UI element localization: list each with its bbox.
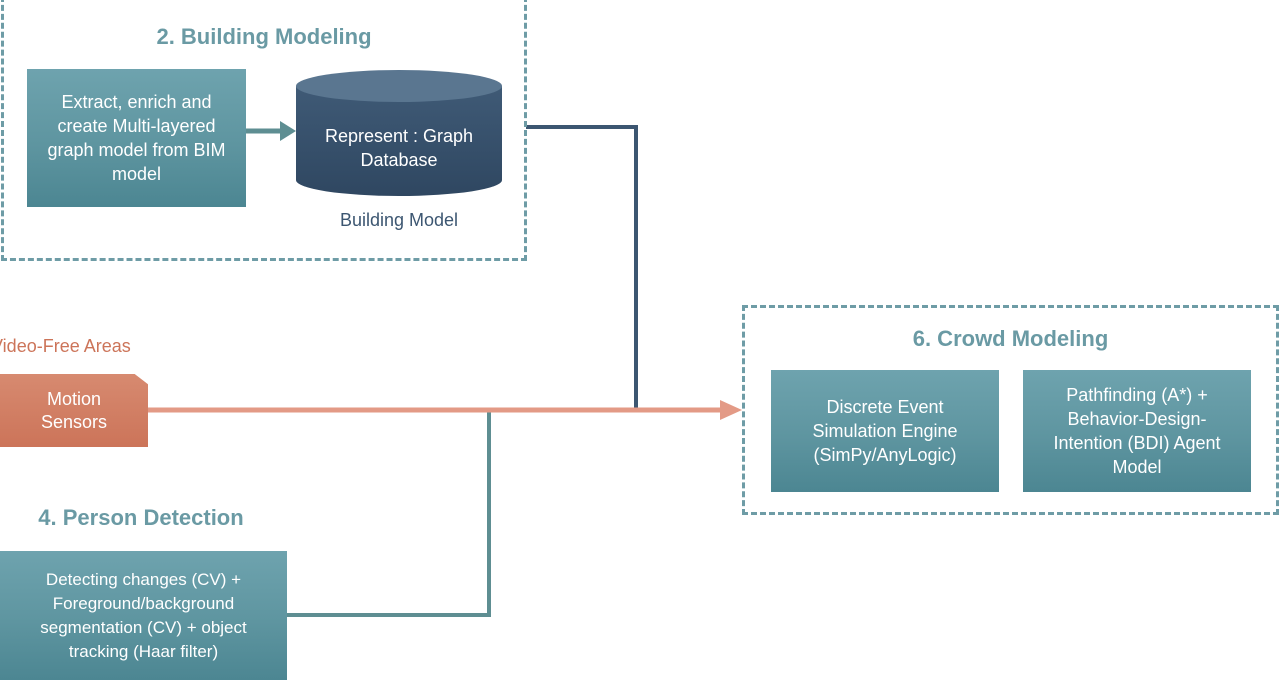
person-detection-title: 4. Person Detection [38,505,244,530]
extract-graph-model-box: Extract, enrich and create Multi-layered… [27,69,246,207]
person-detection-connector [287,410,491,617]
database-cylinder-icon [296,70,502,196]
motion-sensors-box: Motion Sensors [0,374,148,447]
person-detection-box: Detecting changes (CV) + Foreground/back… [0,551,287,680]
graph-database-label: Represent : Graph Database [324,126,474,170]
pathfinding-agent-box: Pathfinding (A*) + Behavior-Design-Inten… [1023,370,1251,492]
sensor-flow-arrowhead [720,400,742,420]
simulation-engine-box: Discrete Event Simulation Engine (SimPy/… [771,370,999,492]
extract-to-database-arrowhead [280,121,296,141]
building-modeling-title: 2. Building Modeling [156,24,372,49]
crowd-modeling-group [742,305,1279,515]
building-to-crowd-connector [526,125,638,410]
crowd-modeling-title: 6. Crowd Modeling [912,326,1109,351]
video-free-areas-label: Video-Free Areas [0,336,131,356]
building-modeling-group [1,0,527,261]
building-model-caption: Building Model [339,210,459,230]
